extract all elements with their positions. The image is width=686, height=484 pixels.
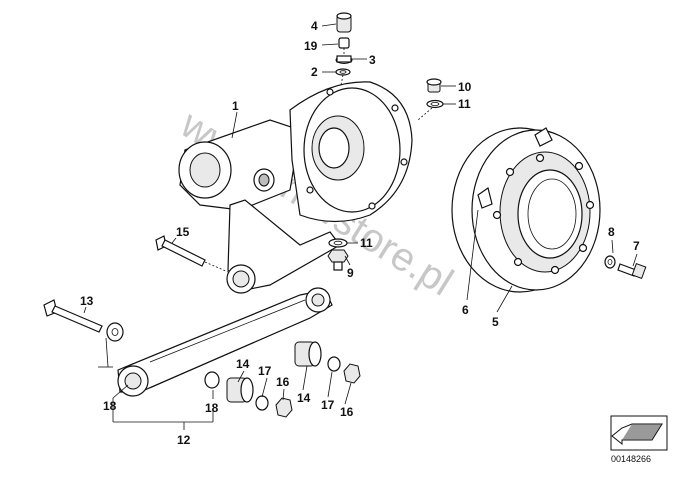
part-bolt-7 bbox=[617, 263, 647, 279]
part-cap-4 bbox=[336, 12, 352, 33]
part-washer-18-right bbox=[204, 371, 220, 389]
callout-2: 2 bbox=[311, 65, 318, 79]
callout-18-right: 18 bbox=[205, 401, 219, 415]
callout-11-top: 11 bbox=[458, 97, 471, 111]
part-bushing-14-left bbox=[226, 377, 254, 403]
callout-19: 19 bbox=[304, 39, 318, 53]
direction-arrow-icon bbox=[611, 423, 663, 446]
callout-9: 9 bbox=[347, 266, 354, 280]
callout-7: 7 bbox=[633, 239, 640, 253]
callout-17-right: 17 bbox=[321, 398, 335, 412]
part-bolt-13 bbox=[43, 299, 103, 333]
part-washer-18-left bbox=[106, 322, 124, 342]
part-nut-16-right bbox=[343, 363, 361, 384]
callouts: 4 19 3 2 10 11 1 15 11 9 8 7 6 5 13 14 1… bbox=[80, 19, 640, 447]
part-bushing-14-right bbox=[294, 341, 322, 367]
reference-number: 00148266 bbox=[611, 454, 651, 464]
part-ring-3 bbox=[335, 55, 353, 64]
part-plug-9 bbox=[327, 249, 349, 271]
callout-4: 4 bbox=[311, 19, 318, 33]
part-washer-11-top bbox=[426, 99, 444, 109]
part-drum-6-5 bbox=[451, 127, 601, 293]
callout-8: 8 bbox=[608, 225, 615, 239]
part-housing-1 bbox=[178, 81, 413, 294]
part-bolt-15 bbox=[155, 235, 229, 273]
part-sleeve-19 bbox=[338, 37, 350, 49]
leader-lines bbox=[83, 23, 638, 430]
callout-16-right: 16 bbox=[340, 405, 354, 419]
callout-1: 1 bbox=[232, 99, 239, 113]
callout-3: 3 bbox=[369, 53, 376, 67]
part-plug-10 bbox=[426, 78, 442, 93]
callout-6: 6 bbox=[462, 303, 469, 317]
part-washer-17-right bbox=[327, 356, 341, 372]
callout-16-left: 16 bbox=[276, 375, 290, 389]
callout-10: 10 bbox=[458, 80, 472, 94]
callout-5: 5 bbox=[492, 315, 499, 329]
callout-14-left: 14 bbox=[236, 357, 250, 371]
callout-18-left: 18 bbox=[103, 399, 117, 413]
callout-15: 15 bbox=[176, 225, 190, 239]
part-washer-8 bbox=[604, 255, 616, 269]
part-nut-16-left bbox=[275, 397, 293, 418]
callout-17-left: 17 bbox=[258, 364, 272, 378]
part-ring-2 bbox=[335, 68, 351, 76]
callout-13: 13 bbox=[80, 294, 94, 308]
reference-box: 00148266 bbox=[610, 415, 668, 464]
callout-14-right: 14 bbox=[297, 391, 311, 405]
callout-12: 12 bbox=[177, 433, 191, 447]
part-washer-11-bottom bbox=[328, 238, 348, 248]
part-torque-arm-12 bbox=[117, 287, 333, 397]
callout-11-bottom: 11 bbox=[360, 236, 373, 250]
part-washer-17-left bbox=[255, 395, 269, 411]
